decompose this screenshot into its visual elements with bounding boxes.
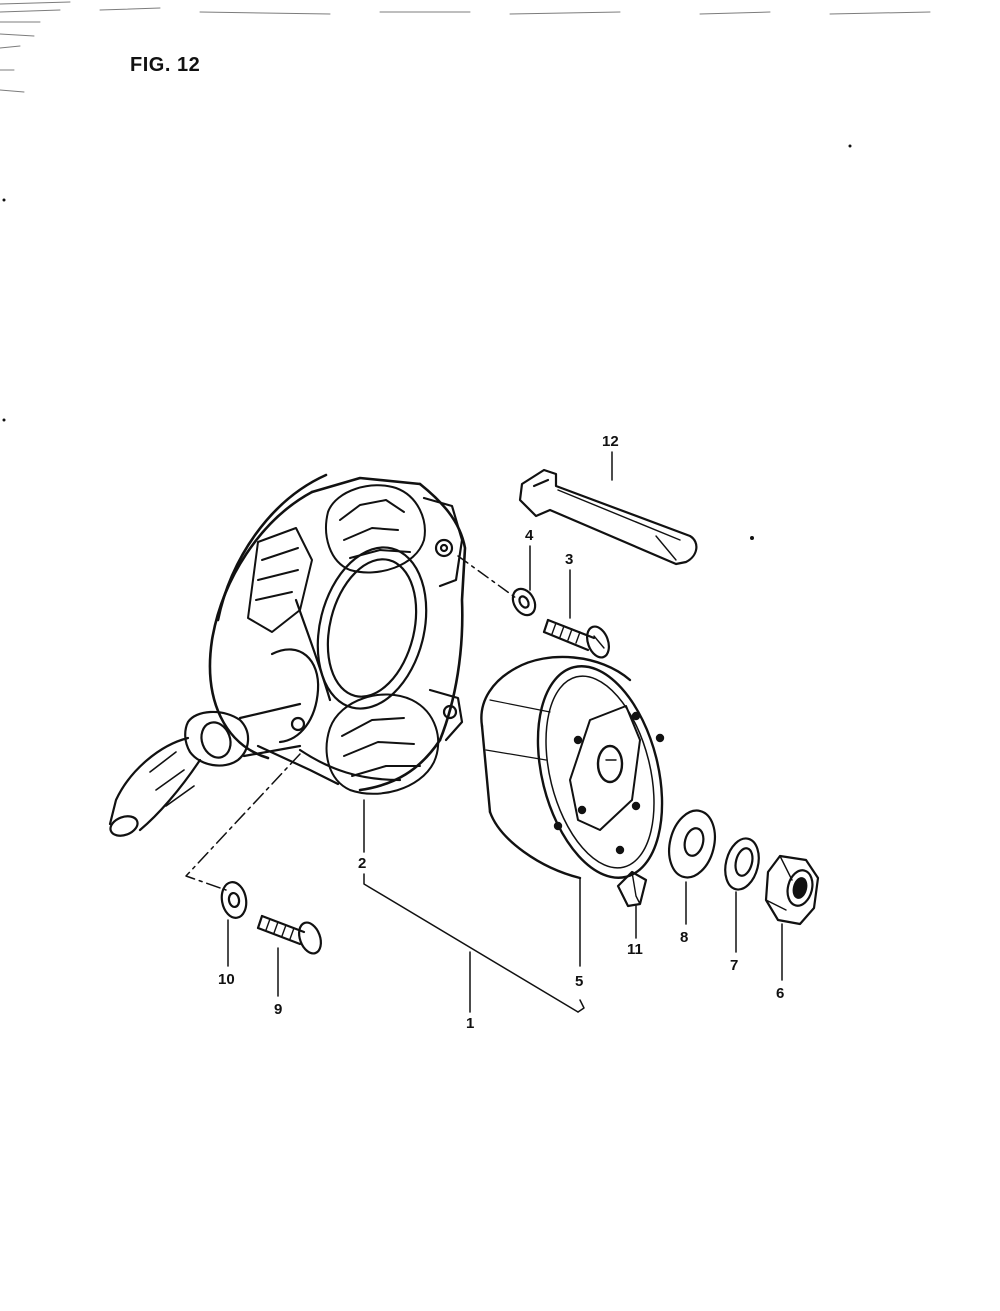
lock-washer-4	[511, 587, 537, 617]
callout-6: 6	[776, 985, 785, 1002]
callout-8: 8	[680, 929, 689, 946]
screw-3	[542, 618, 610, 659]
lower-coil	[325, 693, 440, 795]
key-11	[616, 870, 648, 908]
scan-noise	[0, 1, 931, 93]
phantom-line-4	[457, 555, 517, 599]
rotor-5	[480, 655, 665, 880]
washer-8	[668, 809, 716, 879]
figure-title: FIG. 12	[130, 54, 201, 76]
upper-coil	[325, 484, 426, 574]
callout-5: 5	[575, 973, 584, 990]
callout-1: 1	[466, 1015, 475, 1032]
phantom-line-9-10	[185, 753, 301, 891]
wire-harness	[108, 598, 402, 837]
callout-11: 11	[627, 941, 643, 958]
stator-plate	[208, 473, 467, 792]
nut-6	[764, 854, 820, 926]
callout-7: 7	[730, 957, 739, 974]
stator-bore	[316, 546, 428, 710]
callout-2: 2	[358, 855, 367, 872]
callout-10: 10	[218, 971, 235, 988]
callout-12: 12	[602, 433, 619, 450]
callout-4: 4	[525, 527, 534, 544]
leader-lines	[227, 451, 783, 1013]
lock-washer-7	[724, 837, 760, 891]
callout-9: 9	[274, 1001, 283, 1018]
callout-3: 3	[565, 551, 574, 568]
stator-bracket	[422, 496, 464, 742]
screw-9	[256, 914, 322, 955]
clamp-12	[518, 468, 698, 566]
washer-10	[220, 881, 248, 919]
